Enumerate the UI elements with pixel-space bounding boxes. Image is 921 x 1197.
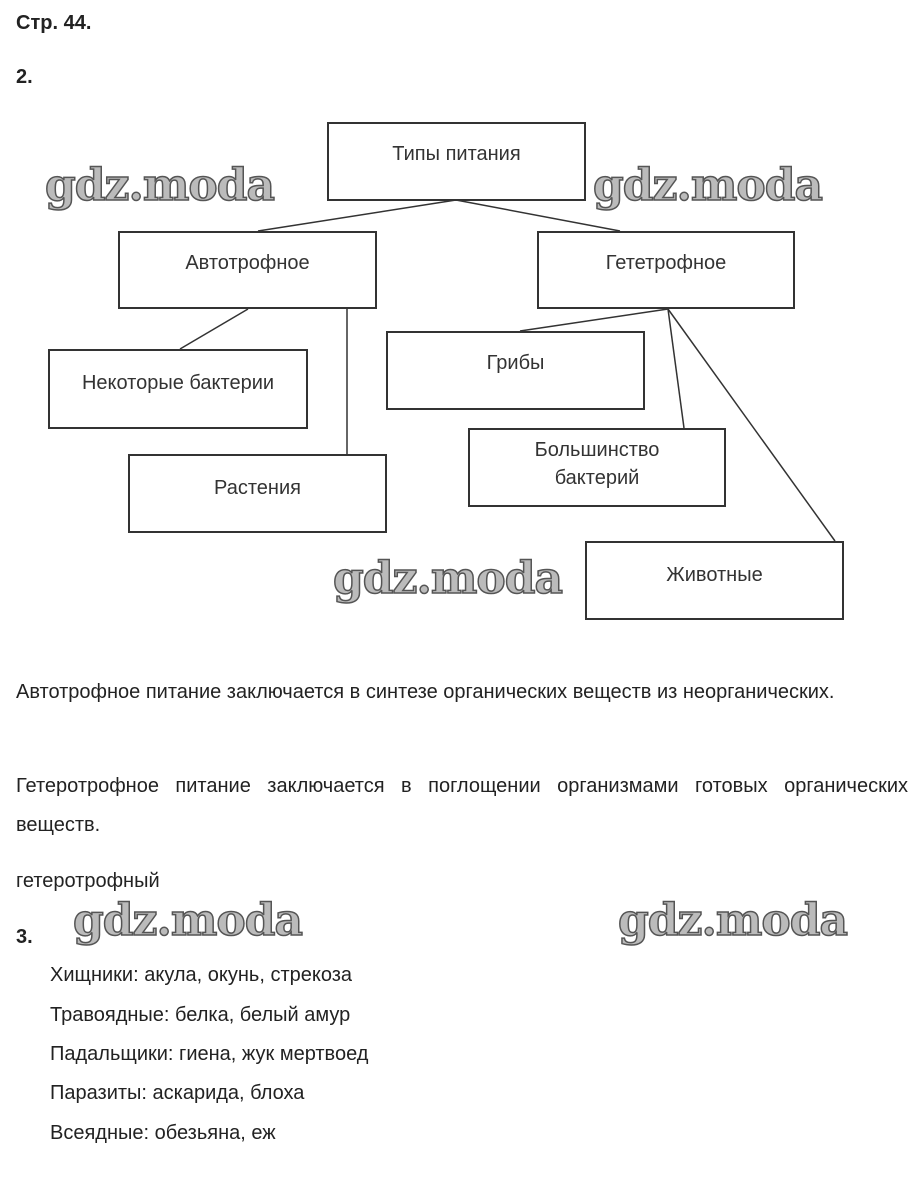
watermark: gdz.moda [72, 894, 304, 947]
task3-number: 3. [16, 926, 33, 948]
list-item: Травоядные: белка, белый амур [50, 1004, 351, 1026]
page-title: Стр. 44. [16, 12, 92, 34]
watermark: gdz.moda [592, 159, 824, 212]
node-some-bacteria: Некоторые бактерии [48, 349, 308, 429]
list-item: Хищники: акула, окунь, стрекоза [50, 964, 353, 986]
node-autotrophic: Автотрофное [118, 231, 377, 309]
node-heterotrophic: Гететрофное [537, 231, 795, 309]
watermark: gdz.moda [332, 552, 564, 605]
task2-number: 2. [16, 66, 33, 88]
paragraph-autotrophic: Автотрофное питание заключается в синтез… [16, 681, 835, 703]
watermark: gdz.moda [617, 894, 849, 947]
diagram-connectors [179, 199, 836, 542]
node-most-bacteria: Большинство бактерий [468, 428, 726, 507]
paragraph-heterotrophic: Гетеротрофное питание заключается в погл… [16, 775, 908, 836]
node-fungi: Грибы [386, 331, 645, 410]
watermark: gdz.moda [44, 159, 276, 212]
node-animals: Животные [585, 541, 844, 620]
list-item: Падальщики: гиена, жук мертвоед [50, 1043, 369, 1065]
list-item: Всеядные: обезьяна, еж [50, 1122, 276, 1144]
answer: гетеротрофный [16, 870, 160, 892]
node-nutrition-types: Типы питания [327, 122, 586, 201]
list-item: Паразиты: аскарида, блоха [50, 1082, 305, 1104]
node-plants: Растения [128, 454, 387, 533]
